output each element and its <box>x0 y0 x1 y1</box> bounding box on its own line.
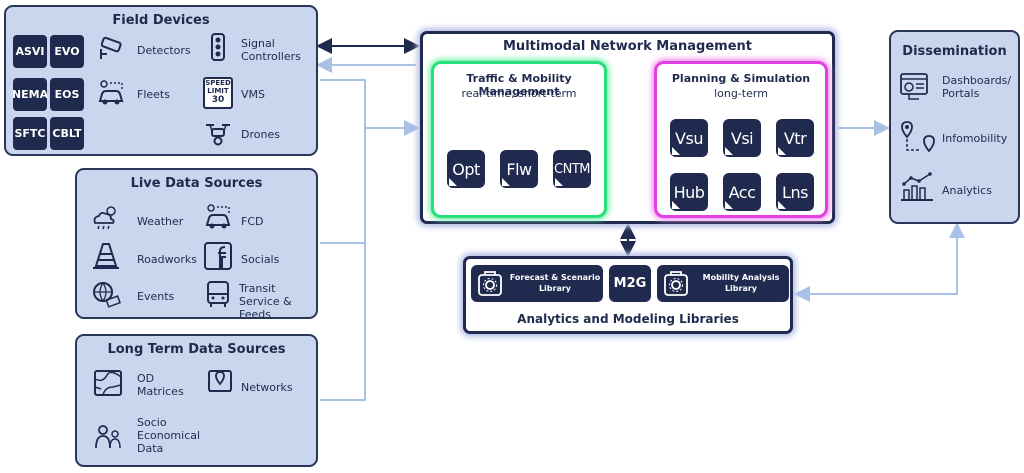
live-data-sources-panel: Live Data Sources Weather FCD Roadworks … <box>75 168 318 321</box>
traffic-light-icon <box>203 33 233 61</box>
libraries-title: Analytics and Modeling Libraries <box>517 312 739 326</box>
badge-eos: EOS <box>50 78 84 111</box>
long-term-data-sources-panel: Long Term Data Sources OD Matrices Netwo… <box>75 334 318 467</box>
field-devices-panel: Field Devices ASVI EVO NEMA EOS SFTC CBL… <box>4 5 318 156</box>
panel-title: Live Data Sources <box>130 176 263 191</box>
forecast-label: Forecast & Scenario Library <box>509 273 601 293</box>
transit-label: Transit Service & Feeds <box>239 282 292 321</box>
people-icon <box>93 422 123 450</box>
tile-vsu: Vsu <box>670 119 708 157</box>
events-label: Events <box>137 290 175 303</box>
socio-economical-label: Socio Economical Data <box>137 416 201 455</box>
badge-sftc: SFTC <box>13 117 47 150</box>
roadworks-label: Roadworks <box>137 253 197 266</box>
analytics-label: Analytics <box>942 184 992 197</box>
camera-icon <box>96 35 126 63</box>
vms-label: VMS <box>241 88 265 101</box>
analytics-icon <box>899 172 935 202</box>
traffic-subtitle: real-time, short-term <box>461 87 577 100</box>
tile-flw: Flw <box>500 150 538 188</box>
tile-cntm: CNTM <box>553 150 591 188</box>
analytics-libraries-panel: Forecast & Scenario Library M2G Mobility… <box>463 256 793 334</box>
speed-sign-icon: SPEED LIMIT 30 <box>203 77 233 109</box>
drones-label: Drones <box>241 128 280 141</box>
badge-nema: NEMA <box>12 78 48 111</box>
gear-box-icon <box>477 269 503 298</box>
mnm-title: Multimodal Network Management <box>503 39 752 54</box>
tile-lns: Lns <box>776 173 814 211</box>
tile-acc: Acc <box>723 173 761 211</box>
od-matrices-label: OD Matrices <box>137 372 184 398</box>
multimodal-network-management-panel: Multimodal Network Management Traffic & … <box>420 31 835 224</box>
sign-text: 30 <box>211 95 225 105</box>
badge-cblt: CBLT <box>50 117 84 150</box>
fcd-label: FCD <box>241 215 264 228</box>
weather-icon <box>91 203 121 231</box>
dashboard-icon <box>899 72 929 100</box>
sign-text: SPEED <box>205 79 231 87</box>
tile-opt: Opt <box>447 150 485 188</box>
map-icon <box>93 369 123 397</box>
gear-box-icon <box>663 269 689 298</box>
sign-text: LIMIT <box>207 87 229 95</box>
traffic-mobility-box: Traffic & Mobility Management real-time,… <box>431 61 607 218</box>
facebook-icon <box>203 242 233 270</box>
planning-subtitle: long-term <box>714 87 768 100</box>
signal-controllers-label: Signal Controllers <box>241 37 301 63</box>
panel-title: Field Devices <box>112 13 210 28</box>
cone-icon <box>91 242 121 270</box>
events-icon <box>91 280 121 308</box>
tile-hub: Hub <box>670 173 708 211</box>
bus-icon <box>203 280 233 308</box>
socials-label: Socials <box>241 253 280 266</box>
weather-label: Weather <box>137 215 184 228</box>
panel-title: Long Term Data Sources <box>107 342 286 357</box>
fcd-car-icon <box>203 203 233 231</box>
traffic-title: Traffic & Mobility Management <box>466 72 572 98</box>
detectors-label: Detectors <box>137 44 191 57</box>
networks-label: Networks <box>241 381 293 394</box>
m2g-tile: M2G <box>609 265 651 302</box>
planning-title: Planning & Simulation <box>671 72 811 85</box>
badge-asvi: ASVI <box>13 35 47 68</box>
mobility-library: Mobility Analysis Library <box>657 265 789 302</box>
tile-vsi: Vsi <box>723 119 761 157</box>
car-location-icon <box>96 79 126 107</box>
panel-title: Dissemination <box>902 44 1007 59</box>
infomobility-label: Infomobility <box>942 132 1008 145</box>
fleets-label: Fleets <box>137 88 170 101</box>
route-icon <box>899 120 937 156</box>
mobility-label: Mobility Analysis Library <box>702 273 780 293</box>
map-pin-icon <box>205 367 235 395</box>
dissemination-panel: Dissemination Dashboards/ Portals Infomo… <box>889 30 1020 224</box>
dashboards-label: Dashboards/ Portals <box>942 74 1012 100</box>
planning-simulation-box: Planning & Simulation long-term Vsu Vsi … <box>654 61 828 218</box>
drone-icon <box>203 119 233 147</box>
forecast-library: Forecast & Scenario Library <box>471 265 603 302</box>
badge-evo: EVO <box>50 35 84 68</box>
tile-vtr: Vtr <box>776 119 814 157</box>
